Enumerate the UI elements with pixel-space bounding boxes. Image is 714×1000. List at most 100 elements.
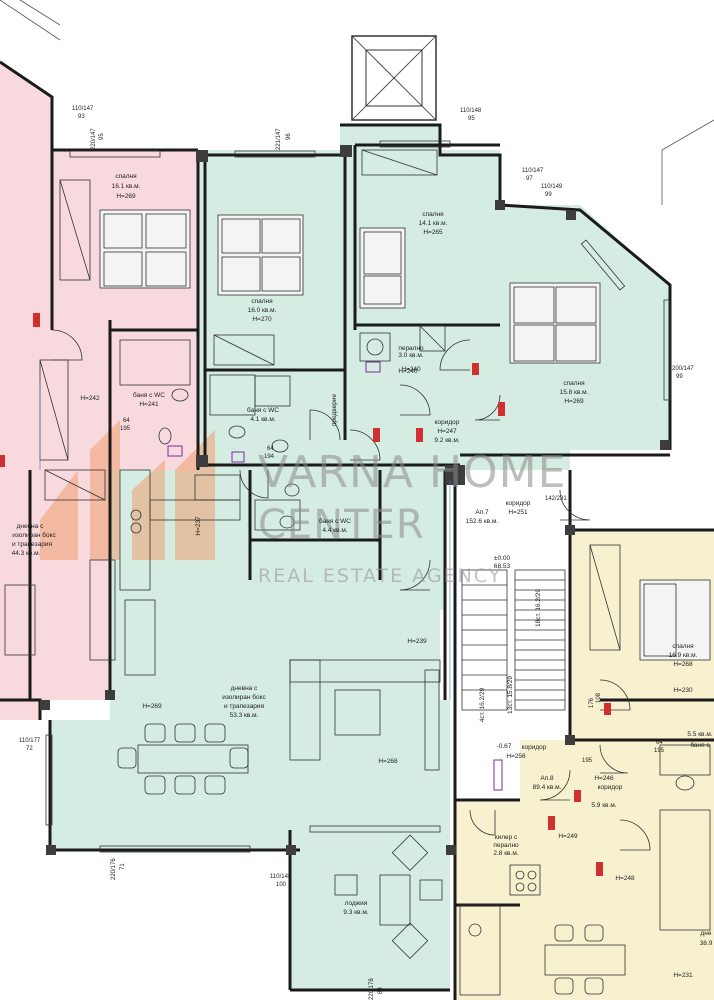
svg-text:16.1 кв.м.: 16.1 кв.м. [112, 183, 141, 190]
room-stair-corridor: коридор H=251 [506, 500, 531, 516]
svg-text:H=268: H=268 [378, 758, 398, 765]
svg-text:H=269: H=269 [142, 703, 162, 710]
svg-text:спалня: спалня [115, 173, 137, 180]
svg-text:95: 95 [99, 133, 105, 140]
room-bath-left: баня с WC H=241 [133, 391, 165, 408]
svg-text:15.8 кв.м.: 15.8 кв.м. [560, 389, 589, 396]
svg-text:9.3 кв.м.: 9.3 кв.м. [343, 909, 368, 916]
svg-text:195: 195 [582, 758, 593, 764]
svg-text:перално: перално [493, 842, 519, 849]
svg-text:220/178: 220/178 [369, 978, 375, 1000]
svg-text:лоджия: лоджия [345, 900, 368, 907]
svg-text:195: 195 [120, 426, 131, 432]
svg-text:H=270: H=270 [252, 316, 272, 323]
svg-text:H=240: H=240 [401, 366, 421, 373]
svg-text:спалня: спалня [422, 211, 444, 218]
svg-text:H=231: H=231 [673, 972, 693, 979]
svg-text:дневна с: дневна с [231, 685, 258, 692]
furniture [0, 149, 711, 996]
svg-text:коридор: коридор [506, 500, 531, 507]
svg-text:H=241: H=241 [139, 401, 159, 408]
svg-text:баня с WC: баня с WC [247, 406, 279, 414]
height-labels: H=242 H=237 H=269 H=268 H=239 H=230 H=23… [80, 368, 693, 979]
neighbor-outline [0, 0, 714, 205]
room-living-left: дневна с изолиран бокс и трапезария 44.3… [12, 523, 57, 557]
svg-text:18ст. 16.2/29: 18ст. 16.2/29 [535, 589, 542, 627]
svg-text:110/177: 110/177 [19, 738, 41, 744]
svg-text:H=268: H=268 [673, 661, 693, 668]
svg-text:110/148: 110/148 [460, 108, 482, 114]
svg-text:перално: перално [398, 345, 424, 352]
svg-text:2.8 кв.м.: 2.8 кв.м. [493, 850, 518, 857]
svg-text:68.53: 68.53 [494, 563, 511, 570]
svg-text:220/147: 220/147 [91, 128, 97, 150]
svg-text:99: 99 [676, 374, 683, 380]
watermark-line1: VARNA HOME [258, 447, 566, 498]
svg-text:9.2 кв.м.: 9.2 кв.м. [434, 437, 459, 444]
svg-text:H=269: H=269 [116, 193, 136, 200]
svg-text:64: 64 [123, 418, 130, 424]
walls [0, 35, 714, 1000]
svg-text:97: 97 [526, 176, 533, 182]
svg-text:коридор: коридор [435, 419, 460, 426]
svg-text:4.4 кв.м.: 4.4 кв.м. [322, 527, 347, 534]
svg-text:3.0 кв.м.: 3.0 кв.м. [398, 352, 423, 359]
dimension-labels: 110/147 93 220/147 95 221/147 96 110/148… [19, 106, 694, 1000]
svg-text:предверие: предверие [331, 393, 338, 426]
room-laundry: перално 3.0 кв.м. H=240 [398, 345, 424, 373]
svg-text:-0.67: -0.67 [497, 743, 512, 750]
svg-text:72: 72 [26, 746, 33, 752]
svg-text:Ап.7: Ап.7 [475, 509, 489, 516]
svg-text:коридор: коридор [598, 784, 623, 791]
svg-text:16.9 кв.м.: 16.9 кв.м. [669, 652, 698, 659]
room-bedroom-far-right: спалня 16.9 кв.м. H=268 [669, 643, 698, 668]
room-bedroom-top: спалня 14.1 кв.м. H=265 [419, 211, 448, 236]
svg-text:5.5 кв.м.: 5.5 кв.м. [687, 731, 712, 738]
svg-text:изолиран бокс: изолиран бокс [12, 531, 56, 539]
svg-text:93: 93 [78, 114, 85, 120]
svg-text:спалня: спалня [672, 643, 694, 650]
room-bedroom-right: спалня 15.8 кв.м. H=269 [560, 380, 589, 405]
svg-text:194: 194 [264, 454, 275, 460]
svg-text:13ст. 15.8/29: 13ст. 15.8/29 [507, 676, 514, 714]
svg-text:99: 99 [545, 192, 552, 198]
svg-text:H=237: H=237 [195, 516, 202, 536]
svg-text:176: 176 [589, 697, 595, 708]
svg-text:и трапезария: и трапезария [12, 541, 52, 548]
svg-text:38.9: 38.9 [700, 940, 713, 947]
svg-text:H=249: H=249 [558, 833, 578, 840]
svg-text:Ап.8: Ап.8 [540, 775, 554, 782]
svg-text:H=269: H=269 [564, 398, 584, 405]
svg-text:95: 95 [468, 116, 475, 122]
room-living-main: дневна с изолиран бокс и трапезария 53.3… [222, 685, 266, 719]
red-markers [0, 313, 611, 876]
watermark-line2: CENTER [258, 502, 425, 548]
svg-text:142/231: 142/231 [545, 496, 567, 502]
stair-core [450, 470, 570, 740]
svg-text:H=240: H=240 [398, 368, 418, 375]
svg-text:53.3 кв.м.: 53.3 кв.м. [230, 712, 259, 719]
svg-text:H=230: H=230 [673, 687, 693, 694]
svg-text:и трапезария: и трапезария [224, 703, 264, 710]
room-closet: килер с перално 2.8 кв.м. [493, 834, 519, 857]
svg-text:H=242: H=242 [80, 395, 100, 402]
room-bath-far-right: баня с 5.5 кв.м. [687, 731, 712, 749]
watermark-line3: REAL ESTATE AGENCY [258, 565, 502, 587]
svg-text:дне: дне [701, 930, 712, 937]
svg-text:4.1 кв.м.: 4.1 кв.м. [250, 416, 275, 423]
svg-text:221/147: 221/147 [276, 128, 282, 150]
svg-text:220/176: 220/176 [111, 858, 117, 880]
svg-text:H=246: H=246 [594, 775, 614, 782]
room-corridor-right: коридор 5.9 кв.м. H=246 [591, 775, 622, 809]
svg-text:H=256: H=256 [506, 753, 526, 760]
svg-text:110/147: 110/147 [522, 168, 544, 174]
svg-text:H=265: H=265 [423, 229, 443, 236]
svg-text:баня с WC: баня с WC [133, 391, 165, 399]
svg-text:100: 100 [276, 882, 287, 888]
svg-text:64: 64 [656, 740, 663, 746]
room-corridor-lower: коридор H=256 [506, 744, 546, 760]
svg-text:110/148: 110/148 [270, 874, 292, 880]
svg-text:изолиран бокс: изолиран бокс [222, 693, 266, 701]
watermark: VARNA HOME CENTER REAL ESTATE AGENCY [258, 447, 566, 587]
